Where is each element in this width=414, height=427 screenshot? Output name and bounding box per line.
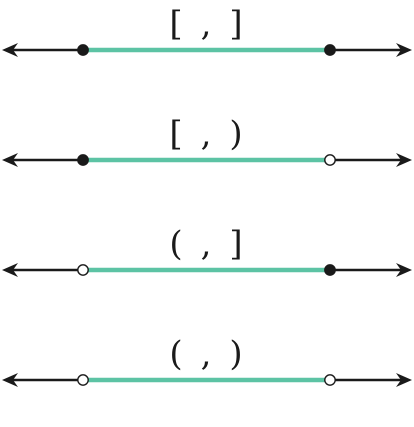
open-endpoint-left [77, 264, 89, 276]
arrow-right-icon [396, 43, 412, 57]
arrow-right-icon [396, 373, 412, 387]
interval-notation-closed-closed: [,] [120, 4, 294, 44]
open-endpoint-left [77, 374, 89, 386]
left-bracket: [ [169, 4, 185, 44]
left-parenthesis: ( [169, 334, 185, 374]
right-bracket: ] [229, 224, 245, 264]
number-line-row [2, 263, 412, 277]
number-line-row [2, 373, 412, 387]
comma-separator: , [200, 4, 214, 44]
interval-notation-open-closed: (,] [120, 224, 294, 264]
arrow-left-icon [2, 373, 18, 387]
open-endpoint-right [324, 374, 336, 386]
closed-endpoint-left [77, 154, 89, 166]
interval-notation-open-open: (,) [120, 334, 294, 374]
right-parenthesis: ) [229, 114, 245, 154]
number-line-row [2, 153, 412, 167]
comma-separator: , [200, 224, 214, 264]
arrow-left-icon [2, 263, 18, 277]
arrow-right-icon [396, 263, 412, 277]
arrow-right-icon [396, 153, 412, 167]
arrow-left-icon [2, 43, 18, 57]
interval-notation-closed-open: [,) [120, 114, 294, 154]
closed-endpoint-right [324, 44, 336, 56]
comma-separator: , [200, 114, 214, 154]
left-parenthesis: ( [169, 224, 185, 264]
number-line-row [2, 43, 412, 57]
left-bracket: [ [169, 114, 185, 154]
open-endpoint-right [324, 154, 336, 166]
right-bracket: ] [229, 4, 245, 44]
closed-endpoint-right [324, 264, 336, 276]
arrow-left-icon [2, 153, 18, 167]
comma-separator: , [200, 334, 214, 374]
closed-endpoint-left [77, 44, 89, 56]
right-parenthesis: ) [229, 334, 245, 374]
